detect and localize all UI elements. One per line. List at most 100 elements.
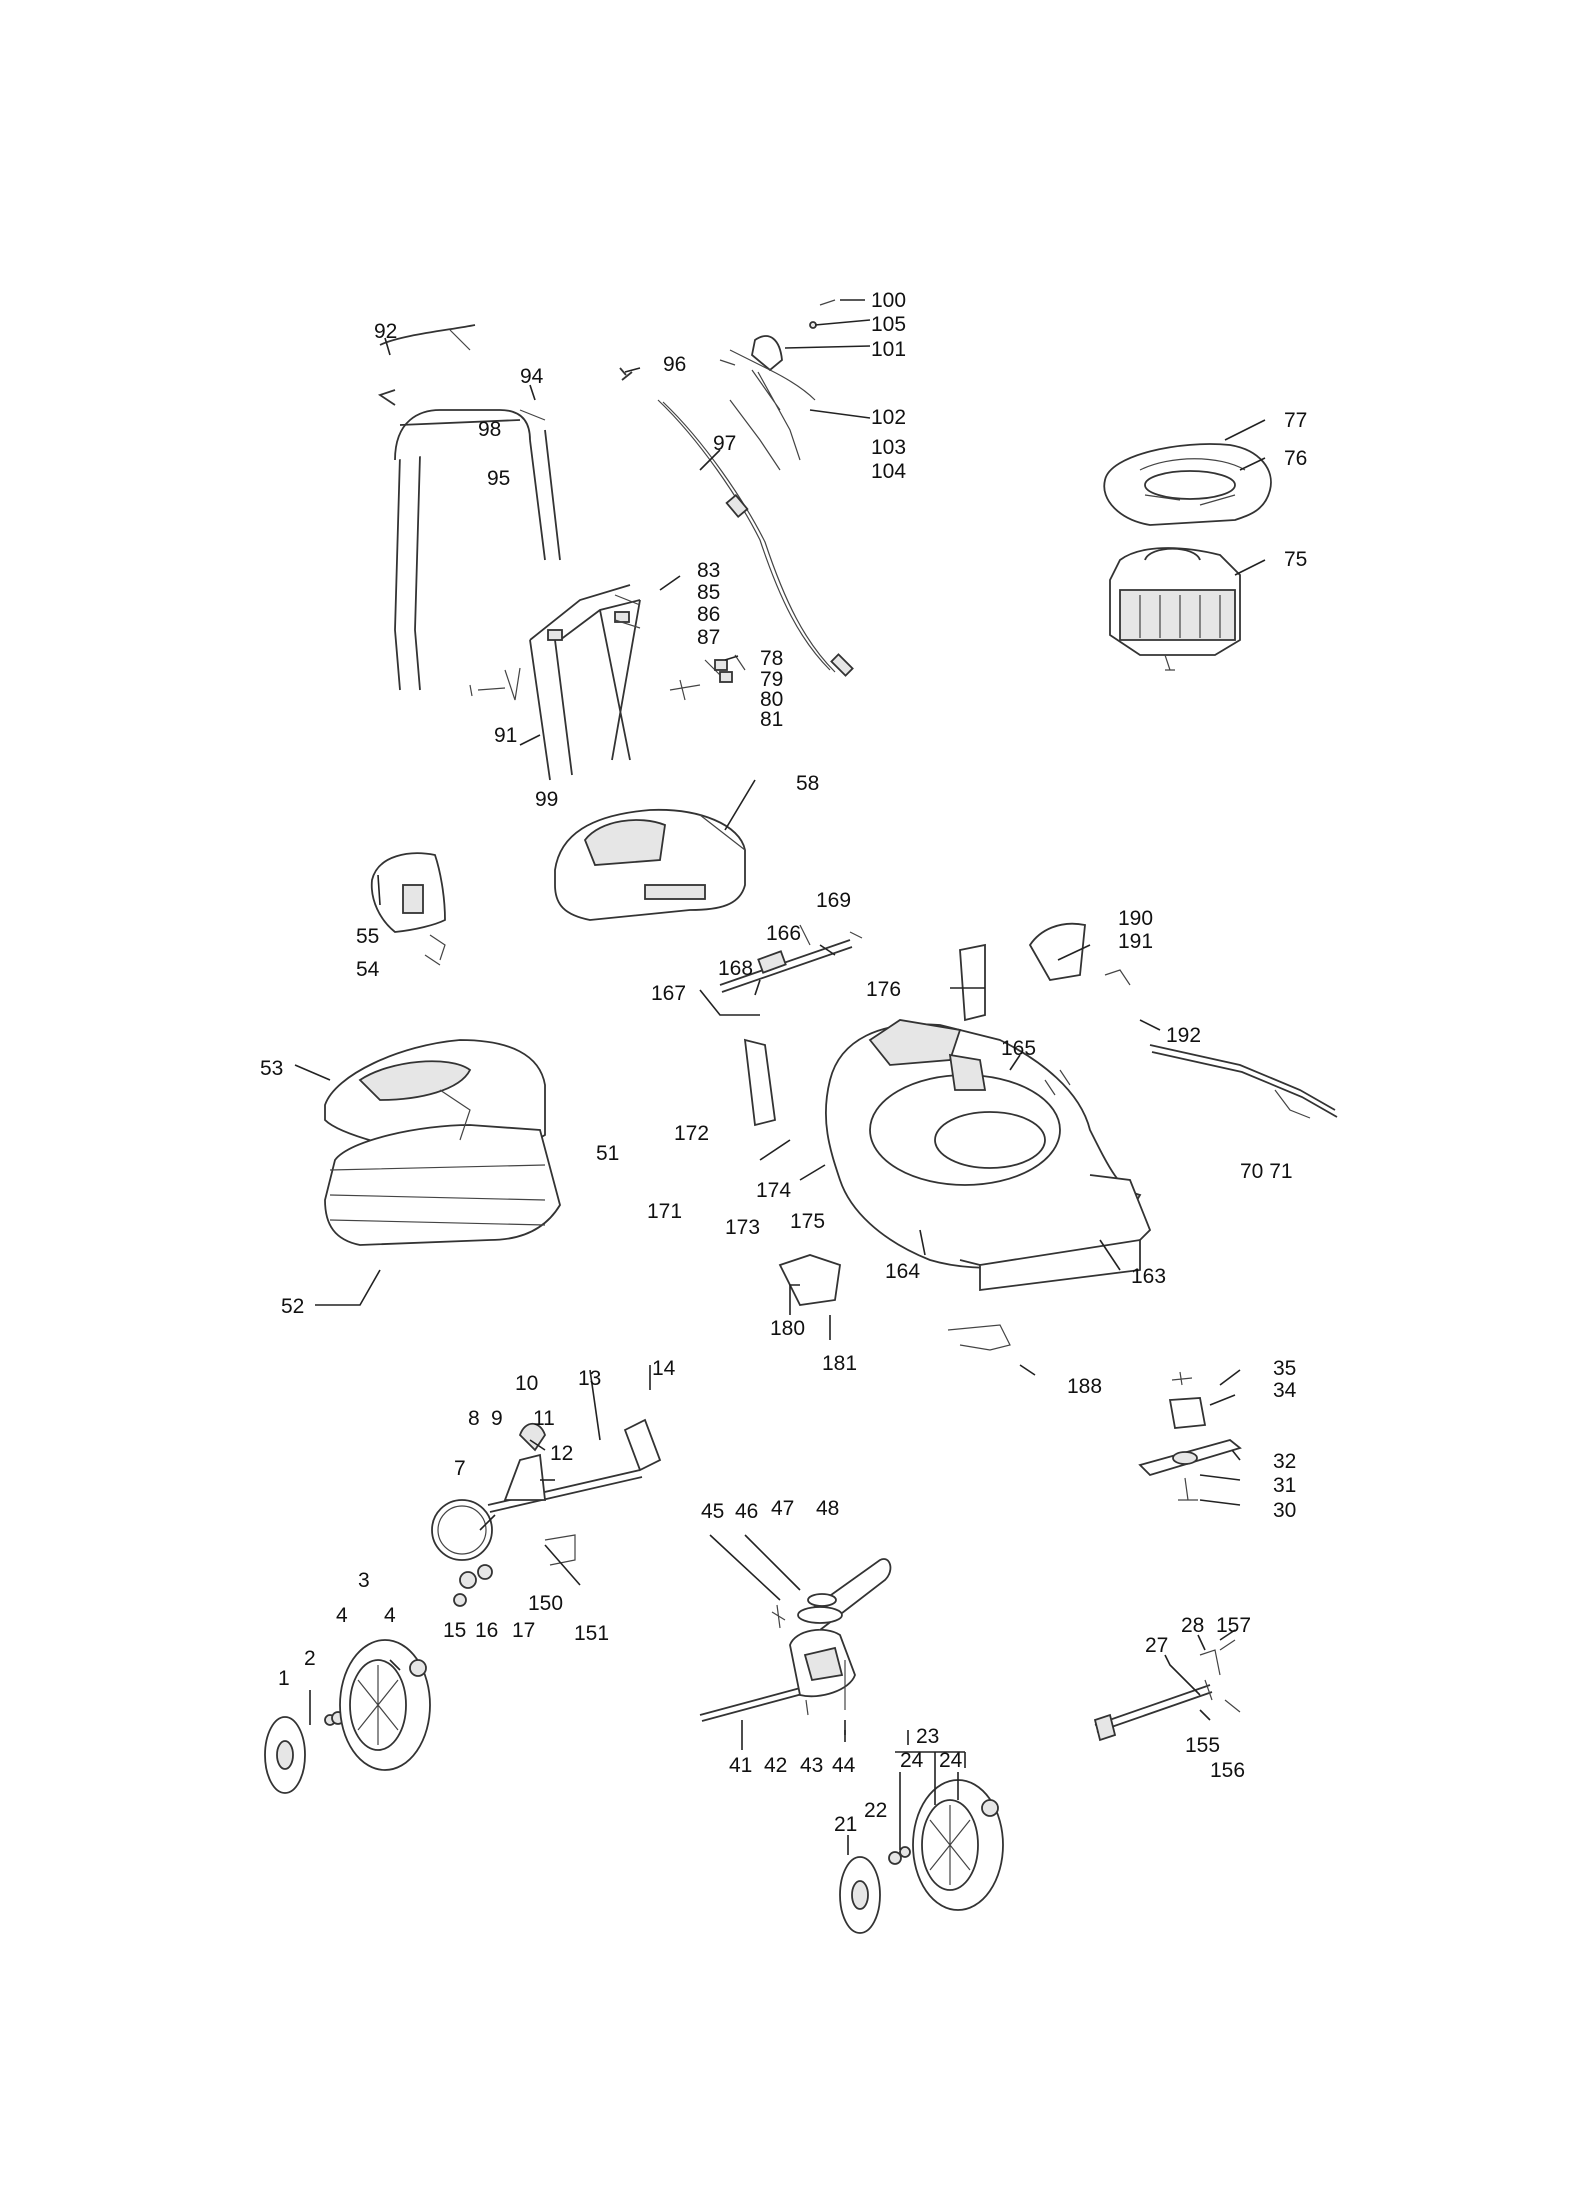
callout-102: 102 [871,406,906,429]
callout-98: 98 [478,418,501,441]
callout-46: 46 [735,1500,758,1523]
callout-81: 81 [760,708,783,731]
callout-17: 17 [512,1619,535,1642]
callout-52: 52 [281,1295,304,1318]
callout-95: 95 [487,467,510,490]
callout-77: 77 [1284,409,1307,432]
callout-11: 11 [533,1407,555,1430]
callout-70-71: 70 71 [1240,1160,1293,1183]
callout-54: 54 [356,958,380,981]
callout-85: 85 [697,581,720,604]
callout-3: 3 [358,1569,370,1592]
callout-14: 14 [652,1357,676,1380]
callout-12: 12 [550,1442,573,1465]
callout-99: 99 [535,788,558,811]
callout-163: 163 [1131,1265,1166,1288]
callout-104: 104 [871,460,906,483]
callout-188: 188 [1067,1375,1102,1398]
grass-bag-clip [370,852,446,966]
callout-44: 44 [832,1754,856,1777]
callout-24a: 24 [900,1749,924,1772]
callout-173: 173 [725,1216,760,1239]
callout-101: 101 [871,338,906,361]
callout-180: 180 [770,1317,805,1340]
callout-190: 190 [1118,907,1153,930]
callout-76: 76 [1284,447,1307,470]
callout-1: 1 [278,1667,290,1690]
callout-181: 181 [822,1352,857,1375]
callout-21: 21 [834,1813,857,1836]
callout-4b: 4 [384,1604,396,1627]
handle-assembly [377,324,746,781]
callout-7: 7 [454,1457,466,1480]
callout-92: 92 [374,320,397,343]
callout-100: 100 [871,289,906,312]
callout-191: 191 [1118,930,1153,953]
leader-lines [294,299,1266,1855]
callout-9: 9 [491,1407,503,1430]
gearbox-assembly [699,1558,892,1722]
callout-2: 2 [304,1647,316,1670]
rear-flap [554,809,746,921]
callout-41: 41 [729,1754,752,1777]
callout-165: 165 [1001,1037,1036,1060]
grass-bag [324,1039,561,1246]
callout-4a: 4 [336,1604,348,1627]
callout-30: 30 [1273,1499,1296,1522]
callout-22: 22 [864,1799,887,1822]
rear-wheel [264,1639,431,1794]
rear-axle-assembly [431,1418,662,1607]
callout-15: 15 [443,1619,466,1642]
callout-32: 32 [1273,1450,1296,1473]
callout-53: 53 [260,1057,283,1080]
callout-79: 79 [760,668,783,691]
callout-91: 91 [494,724,517,747]
callout-51: 51 [596,1142,619,1165]
callout-27: 27 [1145,1634,1168,1657]
callout-75: 75 [1284,548,1307,571]
callout-43: 43 [800,1754,823,1777]
front-wheel [839,1779,1004,1934]
callout-176: 176 [866,978,901,1001]
blade-assembly [1138,1371,1242,1501]
callout-58: 58 [796,772,819,795]
callout-83: 83 [697,559,720,582]
callout-150: 150 [528,1592,563,1615]
callout-13: 13 [578,1367,601,1390]
height-adjust-rod [719,924,863,993]
callout-167: 167 [651,982,686,1005]
callout-156: 156 [1210,1759,1245,1782]
callout-45: 45 [701,1500,724,1523]
callout-94: 94 [520,365,544,388]
callout-23: 23 [916,1725,939,1748]
callout-157: 157 [1216,1614,1251,1637]
callout-151: 151 [574,1622,609,1645]
callout-47: 47 [771,1497,794,1520]
engine-assembly [1103,443,1272,671]
callout-103: 103 [871,436,906,459]
callout-171: 171 [647,1200,682,1223]
callout-155: 155 [1185,1734,1220,1757]
callout-174: 174 [756,1179,791,1202]
callout-166: 166 [766,922,801,945]
cable-assembly [619,299,854,677]
callout-24b: 24 [939,1749,963,1772]
callout-80: 80 [760,688,783,711]
front-axle-assembly [1093,1639,1241,1742]
callout-168: 168 [718,957,753,980]
callout-10: 10 [515,1372,538,1395]
callout-86: 86 [697,603,720,626]
callout-labels: 1 2 3 4 4 7 8 9 10 11 12 13 14 15 16 17 … [260,289,1307,1836]
callout-87: 87 [697,626,720,649]
callout-55: 55 [356,925,379,948]
callout-28: 28 [1181,1614,1204,1637]
callout-35: 35 [1273,1357,1296,1380]
callout-34: 34 [1273,1379,1297,1402]
deck-small-parts [743,922,1338,1351]
callout-97: 97 [713,432,736,455]
callout-175: 175 [790,1210,825,1233]
callout-164: 164 [885,1260,920,1283]
mower-deck [824,1019,1152,1292]
callout-42: 42 [764,1754,787,1777]
